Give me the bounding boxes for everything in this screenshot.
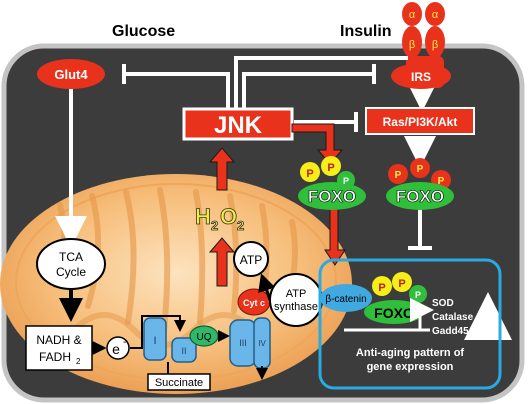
nadh-fadh2-box: NADH & FADH 2: [25, 325, 93, 371]
h2o2-sub2: 2: [237, 218, 244, 233]
tca-label-line2: Cycle: [56, 265, 86, 279]
nuclear-p2: P: [398, 278, 405, 290]
foxo-center-p1: P: [306, 168, 313, 180]
atp-node: [233, 241, 269, 277]
red-arrows: [208, 123, 346, 287]
complex-i: [143, 317, 167, 361]
glut4-label: Glut4: [54, 67, 88, 82]
beta-catenin-label: β-catenin: [325, 294, 366, 305]
foxo-right-p2: P: [417, 164, 424, 175]
atp-synthase-label-line1: ATP: [286, 288, 307, 300]
tca-cycle: TCA Cycle: [36, 238, 106, 322]
atp-synthase-label-line2: synthase: [274, 301, 318, 313]
irs-node: [391, 63, 451, 89]
complex-i-label: I: [153, 335, 156, 347]
nadh-label-sub2: 2: [76, 357, 81, 366]
glucose-label: Glucose: [112, 23, 175, 40]
succinate-box: [147, 373, 211, 391]
foxo-right-p3: P: [438, 176, 445, 187]
tca-label-line1: TCA: [59, 250, 83, 264]
nuclear-p1: P: [378, 282, 385, 294]
foxo-right-label: FOXO: [396, 187, 444, 206]
receptor-alpha-left: α: [409, 9, 416, 21]
foxo-center-p2: P: [327, 162, 334, 174]
uq-label: UQ: [197, 332, 212, 343]
foxo-center-label: FOXO: [308, 187, 356, 206]
signaling-lines: [55, 56, 512, 340]
glut4-node: [37, 59, 105, 89]
complex-iii-label: III: [239, 338, 247, 348]
nadh-label-line2: FADH: [39, 350, 71, 364]
foxo-center-p3: P: [343, 176, 349, 186]
foxo-akt-complex: P P P FOXO: [386, 158, 454, 210]
atp-label: ATP: [240, 253, 262, 267]
ras-pi3k-akt-label: Ras/PI3K/Akt: [383, 115, 458, 129]
electron-label: e: [112, 341, 120, 357]
beta-catenin-node: [320, 284, 372, 312]
receptor-beta-right: β: [432, 39, 438, 51]
h2o2-sub1: 2: [211, 218, 218, 233]
electron-superscript: -: [123, 337, 126, 348]
receptor-alpha-right: α: [432, 9, 439, 21]
nucleus-box: [318, 258, 502, 390]
foxo-jnk-complex: P P P FOXO: [298, 156, 366, 210]
ras-pi3k-akt-box: [365, 107, 475, 135]
irs-label: IRS: [411, 70, 431, 84]
receptor-beta-left: β: [409, 39, 415, 51]
dna-promoter: [344, 298, 434, 332]
caption-line1: Anti-aging pattern of: [356, 347, 464, 359]
caption-line2: gene expression: [367, 361, 454, 373]
nuclear-foxo-complex: β-catenin P P P FOXO: [320, 272, 427, 324]
nuclear-foxo-label: FOXO: [374, 305, 414, 321]
electron-node: [106, 336, 130, 360]
h2o2-h: H: [195, 204, 211, 229]
cytc-label: Cyt c: [243, 298, 265, 308]
electron-transport-chain: I II UQ III IV Cyt c: [130, 288, 271, 380]
complex-ii: [171, 337, 197, 363]
catalase-label: Catalase: [432, 312, 474, 323]
foxo-right-p1: P: [395, 170, 402, 181]
atp-synthase: ATP synthase ATP: [233, 241, 323, 327]
complex-iv-label: IV: [258, 339, 266, 348]
complex-ii-label: II: [181, 346, 186, 356]
nadh-label-line1: NADH &: [36, 333, 81, 347]
gadd45-label: Gadd45: [432, 326, 469, 337]
succinate-label: Succinate: [155, 377, 203, 389]
sod-label: SOD: [432, 298, 454, 309]
h2o2-label: H 2 O 2: [195, 204, 245, 234]
nuclear-p3: P: [415, 290, 421, 300]
h2o2-o: O: [220, 204, 237, 229]
jnk-label: JNK: [214, 112, 263, 139]
insulin-label: Insulin: [340, 23, 392, 40]
